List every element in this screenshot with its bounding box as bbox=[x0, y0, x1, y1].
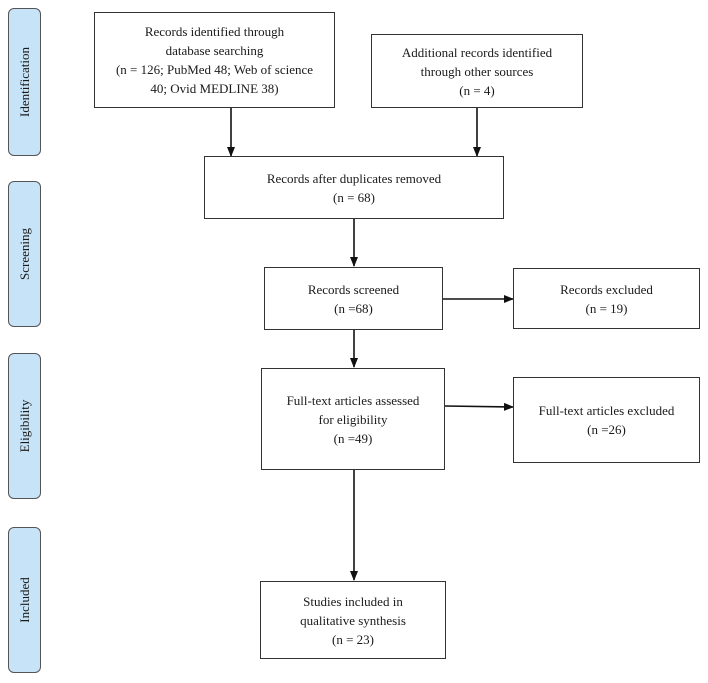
box-line: Full-text articles assessed bbox=[286, 392, 420, 408]
stage-identification: Identification bbox=[8, 8, 41, 156]
box-line: (n = 23) bbox=[332, 631, 374, 647]
box-duplicates-removed: Records after duplicates removed (n = 68… bbox=[204, 156, 504, 219]
box-records-screened: Records screened (n =68) bbox=[264, 267, 443, 330]
stage-label-eligibility: Eligibility bbox=[16, 399, 32, 453]
arrow-fulltext-to-excluded bbox=[444, 402, 514, 411]
box-line: qualitative synthesis bbox=[300, 612, 406, 628]
box-line: (n =26) bbox=[587, 422, 626, 437]
box-line: for eligibility bbox=[318, 411, 388, 427]
stage-label-identification: Identification bbox=[16, 46, 32, 118]
box-database-search: Records identified through database sear… bbox=[94, 12, 335, 108]
box-studies-included: Studies included in qualitative synthesi… bbox=[260, 581, 446, 659]
box-line: Records excluded bbox=[560, 281, 653, 297]
box-line: Records after duplicates removed bbox=[266, 170, 442, 186]
box-other-sources: Additional records identified through ot… bbox=[371, 34, 583, 108]
box-line: through other sources bbox=[420, 63, 534, 79]
box-line: Records identified through bbox=[144, 24, 285, 39]
box-fulltext-assessed: Full-text articles assessed for eligibil… bbox=[261, 368, 445, 470]
box-line: (n = 68) bbox=[333, 189, 375, 205]
box-line: Studies included in bbox=[303, 593, 403, 609]
box-line: (n =49) bbox=[333, 430, 373, 446]
stage-included: Included bbox=[8, 527, 41, 673]
box-line: (n =68) bbox=[334, 300, 373, 316]
box-fulltext-excluded: Full-text articles excluded (n =26) bbox=[513, 377, 700, 463]
box-line: database searching bbox=[165, 43, 264, 58]
box-line: Full-text articles excluded bbox=[538, 403, 675, 418]
box-line: Additional records identified bbox=[401, 44, 553, 60]
stage-eligibility: Eligibility bbox=[8, 353, 41, 499]
stage-label-screening: Screening bbox=[16, 228, 32, 280]
box-line: (n = 19) bbox=[585, 300, 628, 316]
box-line: Records screened bbox=[307, 281, 400, 297]
box-line: 40; Ovid MEDLINE 38) bbox=[150, 81, 279, 96]
box-line: (n = 126; PubMed 48; Web of science bbox=[115, 62, 314, 77]
stage-screening: Screening bbox=[8, 181, 41, 327]
box-records-excluded: Records excluded (n = 19) bbox=[513, 268, 700, 329]
stage-label-included: Included bbox=[16, 577, 32, 623]
box-line: (n = 4) bbox=[459, 82, 495, 98]
